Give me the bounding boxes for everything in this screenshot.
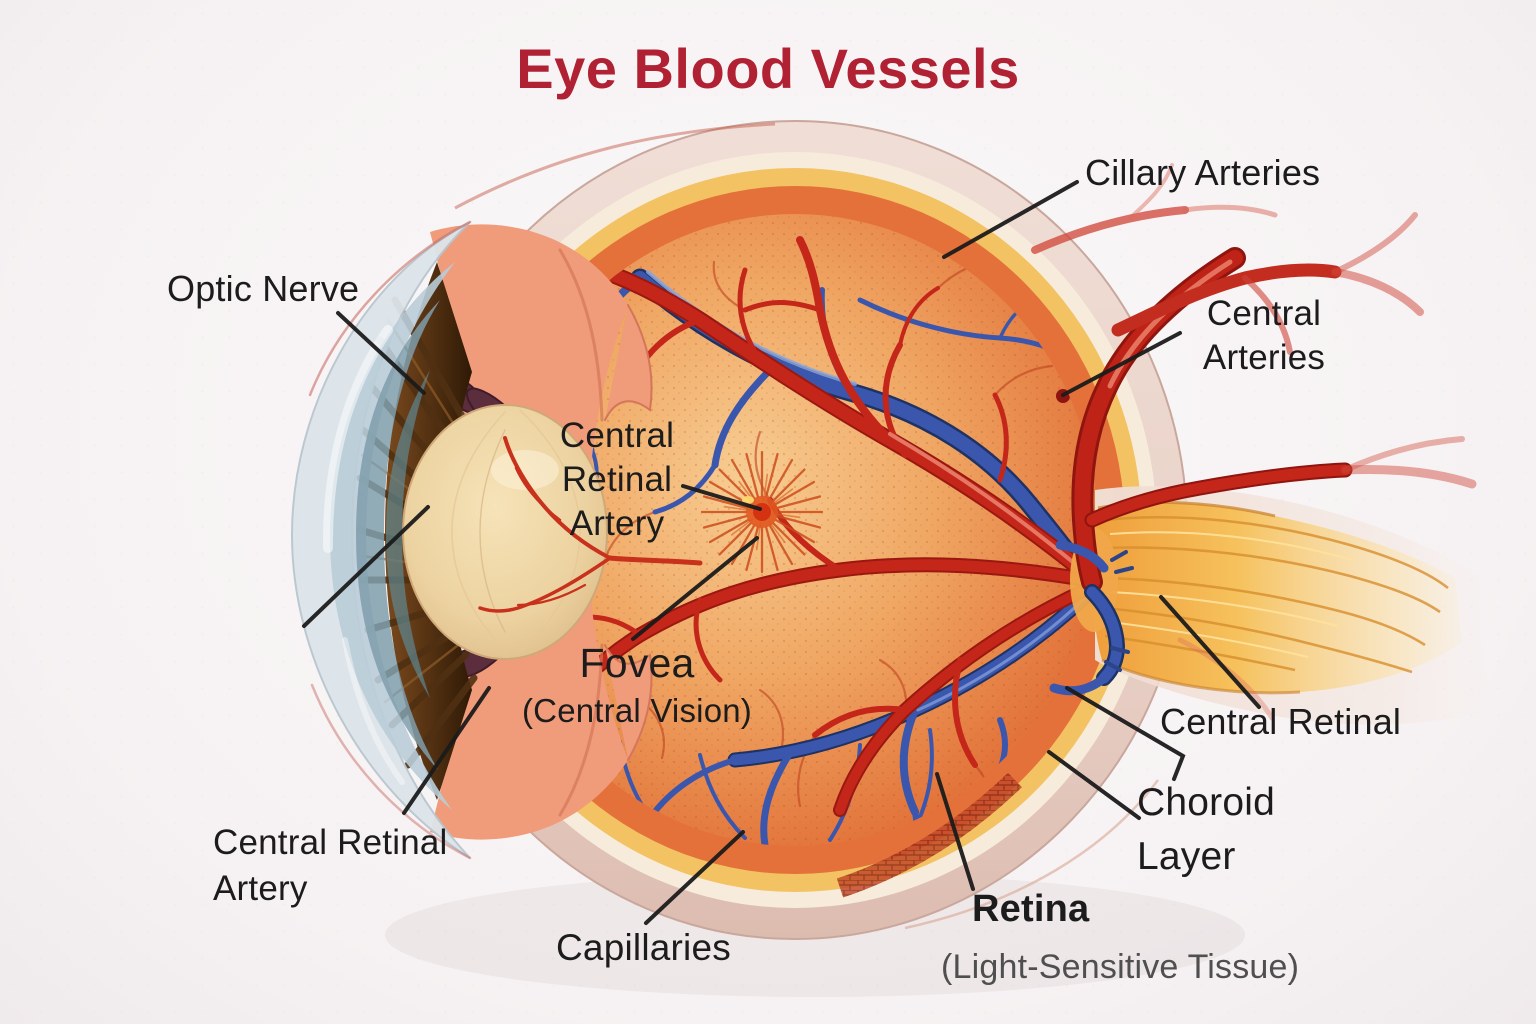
label-optic-nerve: Optic Nerve — [167, 268, 360, 309]
leader-capillaries — [644, 830, 745, 925]
label-choroid-line2: Layer — [1137, 834, 1236, 878]
label-central-retinal-artery-bottom-line2: Artery — [213, 869, 308, 909]
label-central-arteries: Central Arteries — [1150, 292, 1378, 380]
label-central-retinal-artery-bottom-line1: Central Retinal — [213, 823, 448, 862]
label-central-arteries-line2: Arteries — [1202, 338, 1326, 378]
label-central-retinal: Central Retinal — [1160, 701, 1402, 742]
leader-lines — [302, 180, 1261, 925]
ciliary-arteries-external — [1031, 163, 1424, 721]
cornea — [290, 220, 472, 860]
label-choroid-layer: Choroid Layer — [1137, 776, 1275, 884]
label-central-retinal-artery-line1: Central — [559, 416, 675, 455]
leader-optic-nerve — [336, 311, 426, 395]
lens — [402, 404, 608, 660]
fovea — [700, 450, 824, 574]
leader-choroid-lower — [1047, 750, 1141, 820]
leader-central-retinal-artery-bottom — [402, 686, 491, 815]
lens-arteries — [478, 436, 703, 613]
leader-central-arteries — [1061, 331, 1182, 397]
label-central-retinal-artery-line3: Artery — [569, 504, 665, 544]
label-cillary-arteries: Cillary Arteries — [1085, 152, 1321, 193]
retinal-arteries — [507, 214, 1097, 817]
label-fovea: Fovea (Central Vision) — [512, 638, 762, 731]
label-retina-sub: (Light-Sensitive Tissue) — [941, 948, 1300, 986]
leader-central-retinal-artery — [681, 484, 762, 511]
anterior-segment — [290, 220, 703, 860]
leader-choroid-upper — [1065, 686, 1186, 781]
label-capillaries: Capillaries — [556, 927, 731, 968]
leader-lens-unlabeled — [302, 505, 430, 628]
label-choroid-line1: Choroid — [1137, 781, 1275, 824]
leader-cillary-arteries — [942, 180, 1079, 259]
vessel-trunks-at-disc — [1031, 163, 1477, 721]
label-central-arteries-line1: Central — [1206, 294, 1322, 333]
page-title: Eye Blood Vessels — [516, 37, 1020, 100]
label-fovea-title: Fovea — [579, 640, 695, 686]
label-central-retinal-artery-bottom: Central Retinal Artery — [213, 820, 448, 912]
optic-nerve-graphic — [1092, 486, 1510, 725]
label-central-retinal-artery-line2: Retinal — [561, 460, 673, 500]
label-central-retinal-artery: Central Retinal Artery — [522, 414, 712, 546]
leader-central-retinal — [1159, 595, 1261, 709]
leader-retina — [935, 772, 975, 891]
leader-fovea — [631, 536, 759, 641]
label-retina: Retina — [972, 888, 1090, 930]
choroid-brick-strip — [836, 772, 1022, 898]
label-fovea-sub: (Central Vision) — [521, 691, 752, 729]
